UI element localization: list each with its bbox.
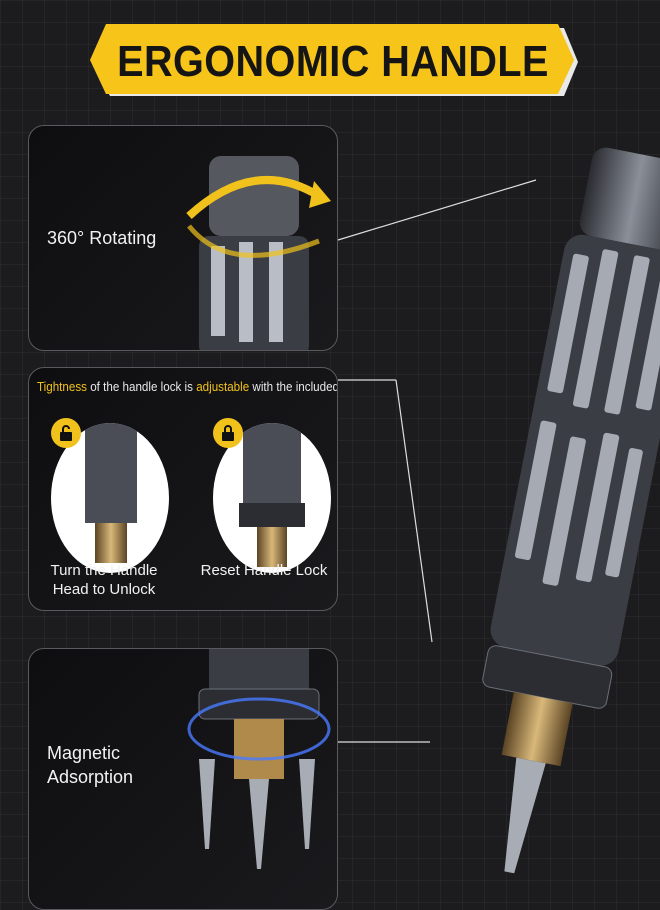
panel-360-rotating: 360° Rotating bbox=[28, 125, 338, 351]
magnetic-bits-image bbox=[187, 649, 331, 869]
unlock-step-image bbox=[51, 423, 169, 573]
magnetic-label-line1: Magnetic bbox=[47, 743, 121, 763]
note-text: with the included tool bbox=[252, 380, 338, 394]
banner-title: ERGONOMIC HANDLE bbox=[117, 37, 549, 86]
unlock-icon bbox=[51, 418, 81, 448]
reset-caption: Reset Handle Lock bbox=[200, 562, 328, 579]
unlock-caption-line2: Head to Unlock bbox=[52, 581, 156, 598]
note-text: of the handle lock is bbox=[86, 380, 197, 394]
banner-shape bbox=[90, 24, 578, 96]
panel-magnetic-adsorption: Magnetic Adsorption bbox=[28, 648, 338, 910]
panel-handle-lock: Tightness of the handle lock is adjustab… bbox=[28, 367, 338, 611]
note-highlight-adjustable: adjustable bbox=[196, 380, 250, 394]
title-banner: ERGONOMIC HANDLE bbox=[88, 24, 578, 100]
magnetic-label: Magnetic Adsorption bbox=[47, 741, 133, 789]
rotating-label: 360° Rotating bbox=[47, 228, 157, 248]
reset-lock-step-image bbox=[213, 423, 331, 573]
screwdriver-image bbox=[482, 147, 660, 874]
rotating-handle-image bbox=[186, 156, 331, 350]
leader-lines bbox=[337, 179, 537, 743]
unlock-caption: Turn the Handle Head to Unlock bbox=[39, 561, 169, 599]
magnetic-label-line2: Adsorption bbox=[47, 767, 134, 787]
lock-note: Tightness of the handle lock is adjustab… bbox=[37, 380, 338, 394]
note-highlight-tightness: Tightness bbox=[37, 380, 87, 394]
lock-icon bbox=[213, 418, 243, 448]
unlock-caption-line1: Turn the Handle bbox=[50, 562, 158, 579]
